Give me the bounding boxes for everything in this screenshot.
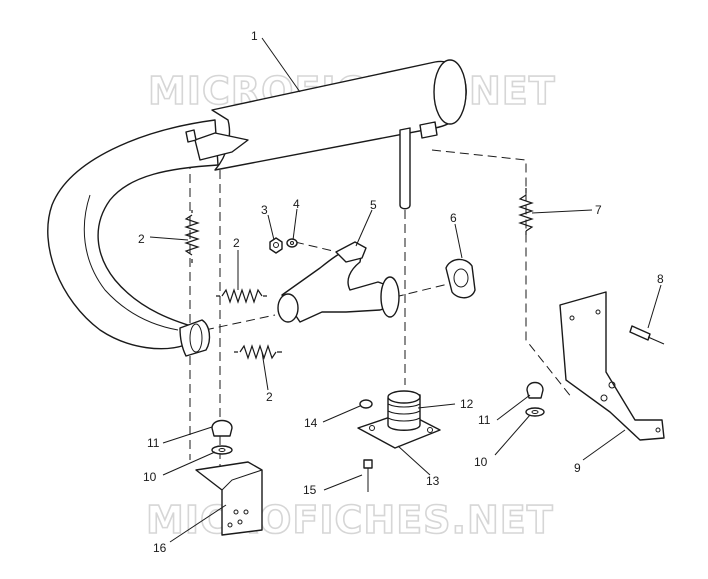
callout-2-bottom: 2 [266, 390, 273, 404]
callout-3: 3 [261, 203, 268, 217]
callout-1: 1 [251, 29, 258, 43]
pin [629, 325, 665, 345]
callout-5: 5 [370, 198, 377, 212]
callout-8: 8 [657, 272, 664, 286]
gasket [445, 258, 476, 299]
leader-lines [149, 37, 662, 543]
callout-2-left: 2 [138, 232, 145, 246]
callout-13: 13 [426, 474, 440, 488]
callout-11-right: 11 [478, 413, 491, 427]
callout-labels: 1 2 2 2 3 4 5 6 7 8 9 10 10 11 11 12 13 … [138, 29, 664, 555]
bracket-right [559, 291, 665, 441]
alignment-lines [189, 149, 573, 470]
callout-15: 15 [303, 483, 317, 497]
callout-10-left: 10 [143, 470, 157, 484]
bracket-left [195, 461, 263, 536]
y-pipe [277, 241, 400, 323]
callout-10-right: 10 [474, 455, 488, 469]
callout-4: 4 [293, 197, 300, 211]
callout-9: 9 [574, 461, 581, 475]
callout-12: 12 [460, 397, 474, 411]
muffler-assembly [47, 59, 467, 357]
nut-and-washer [269, 237, 298, 254]
bumpers-and-washers [211, 381, 545, 455]
callout-14: 14 [304, 416, 318, 430]
callout-6: 6 [450, 211, 457, 225]
isolator-mount [357, 390, 441, 492]
springs [184, 188, 534, 360]
watermark-bottom: MICROFICHES.NET [146, 498, 554, 542]
callout-7: 7 [595, 203, 602, 217]
callout-2-middle: 2 [233, 236, 240, 250]
callout-16: 16 [153, 541, 167, 555]
callout-11-left: 11 [147, 436, 160, 450]
